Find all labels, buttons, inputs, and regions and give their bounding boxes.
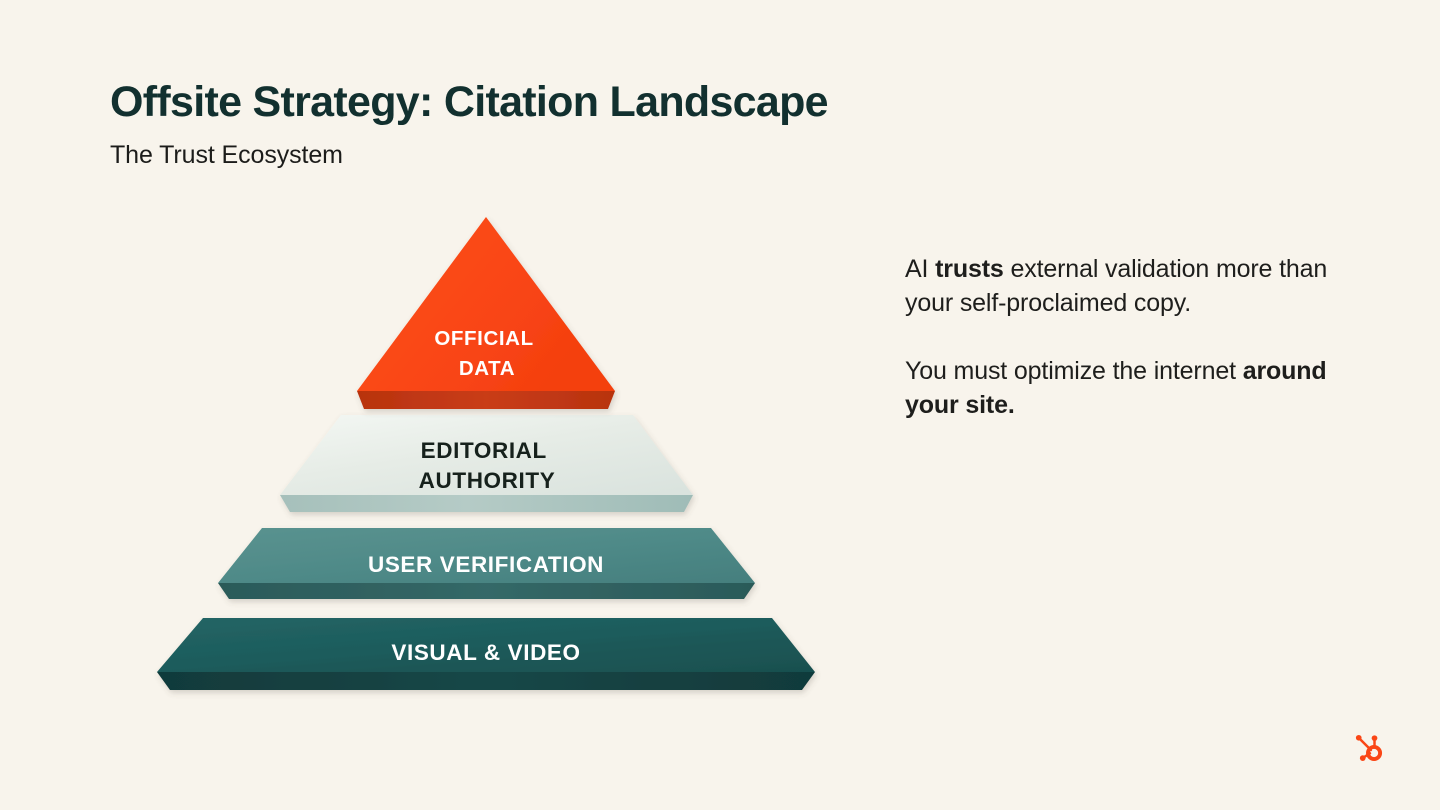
pyramid-tier-editorial-authority[interactable] — [280, 415, 693, 512]
tier-3-shadow-edge — [218, 583, 755, 599]
page-subtitle: The Trust Ecosystem — [110, 141, 343, 170]
pyramid-tier-official-data[interactable] — [357, 217, 615, 409]
callout-paragraph-1: AI trusts external validation more than … — [905, 252, 1335, 320]
tier-4-shadow-edge — [157, 672, 815, 690]
tier-1-face — [357, 217, 615, 391]
pyramid-tier-visual-video[interactable] — [157, 618, 815, 690]
para1-text-part2: external validation more than your self-… — [905, 255, 1328, 317]
tier-3-face — [218, 528, 755, 583]
para1-bold-trusts: trusts — [935, 255, 1004, 283]
pyramid-tier-user-verification[interactable] — [218, 528, 755, 599]
page-title: Offsite Strategy: Citation Landscape — [110, 78, 829, 126]
hubspot-logo[interactable] — [1350, 730, 1388, 768]
para2-bold-around-your-site: around your site. — [905, 357, 1327, 419]
tier-4-face — [157, 618, 815, 672]
tier-1-shadow-edge — [357, 391, 615, 409]
trust-ecosystem-pyramid: VISUAL & VIDEO USER VERIFICATION EDITORI… — [0, 195, 980, 715]
para1-text-part1: AI — [905, 255, 936, 283]
tier-2-face — [280, 415, 693, 495]
para2-text-part1: You must optimize the internet — [905, 357, 1243, 385]
tier-2-shadow-edge — [280, 495, 693, 512]
hubspot-sprocket-icon — [1355, 734, 1383, 762]
slide-header: Offsite Strategy: Citation Landscape The… — [110, 78, 1010, 170]
pyramid-svg: VISUAL & VIDEO USER VERIFICATION EDITORI… — [157, 217, 815, 690]
callout-paragraph-2: You must optimize the internet around yo… — [905, 354, 1335, 422]
callout-copy-column: AI trusts external validation more than … — [905, 252, 1335, 422]
